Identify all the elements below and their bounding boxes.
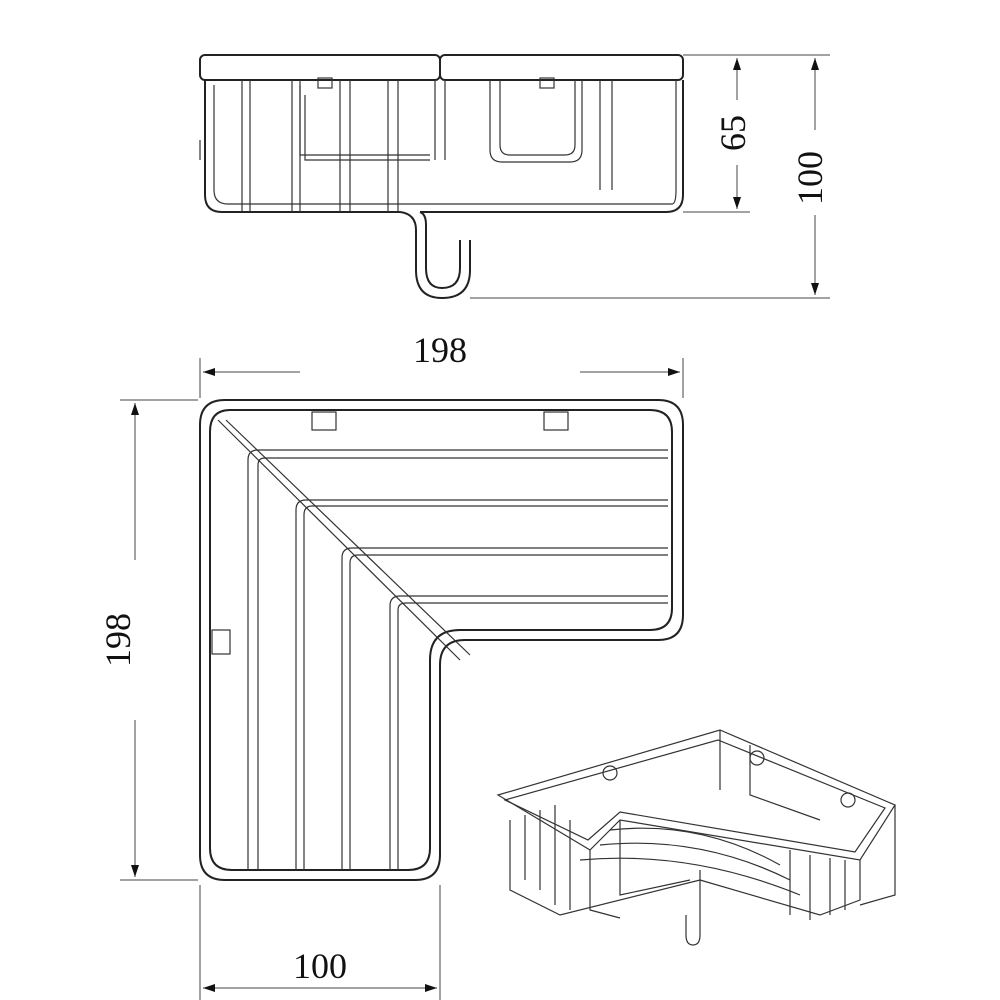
front-view: 65 100 [199, 54, 830, 300]
top-view: 198 198 100 [98, 330, 684, 1000]
isometric-view [496, 729, 896, 946]
dim-basket-height: 65 [713, 115, 753, 151]
dim-total-height: 100 [790, 151, 830, 205]
dim-depth: 198 [98, 613, 138, 667]
dim-arm-width: 100 [293, 946, 347, 986]
dim-width: 198 [413, 330, 467, 370]
